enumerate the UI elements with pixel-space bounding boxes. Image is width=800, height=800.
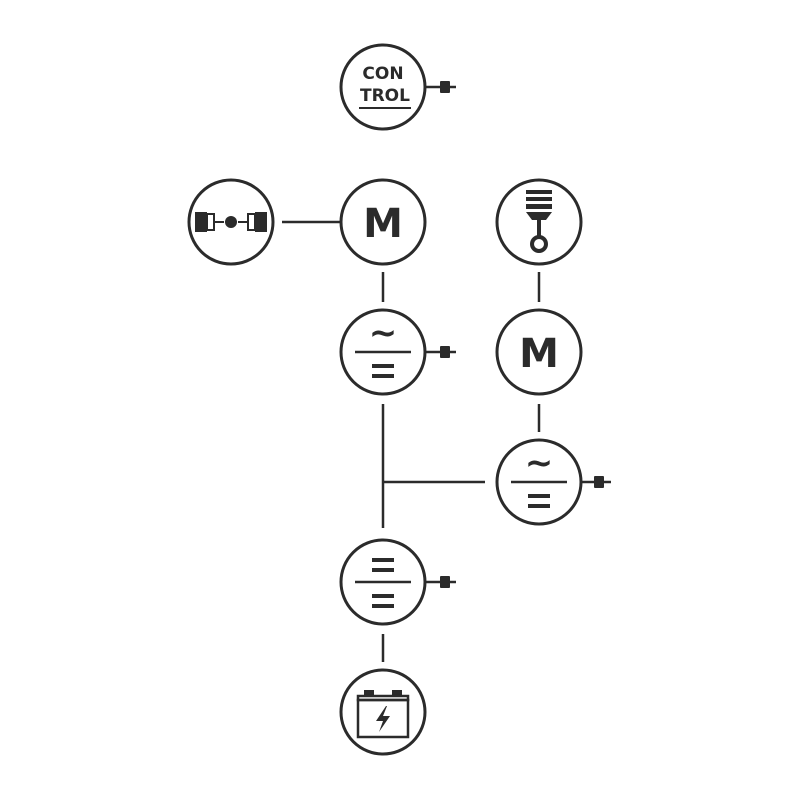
connections bbox=[282, 220, 541, 662]
plug-icon bbox=[582, 476, 611, 488]
dc-symbol bbox=[528, 494, 550, 508]
control-node: CON TROL bbox=[339, 43, 427, 131]
axle-icon bbox=[195, 212, 267, 232]
inverter-1-ac-symbol: ~ bbox=[369, 313, 398, 353]
battery-icon bbox=[356, 690, 410, 739]
battery-node bbox=[339, 668, 427, 756]
piston-icon bbox=[526, 190, 552, 253]
motor-node-2: M bbox=[495, 308, 583, 396]
dc-symbol bbox=[372, 558, 394, 572]
motor-node-1: M bbox=[339, 178, 427, 266]
control-label-line1: CON bbox=[362, 64, 403, 84]
dcdc-converter-node bbox=[339, 538, 427, 626]
lightning-icon bbox=[376, 706, 390, 732]
plug-icon bbox=[426, 346, 456, 358]
axle-node bbox=[187, 178, 275, 266]
dc-symbol bbox=[372, 594, 394, 608]
control-label-line2: TROL bbox=[360, 86, 410, 106]
inverter-2-ac-symbol: ~ bbox=[525, 443, 554, 483]
inverter-node-1: ~ bbox=[339, 308, 427, 396]
engine-node bbox=[495, 178, 583, 266]
inverter-node-2: ~ bbox=[495, 438, 583, 526]
motor-1-label: M bbox=[363, 201, 403, 247]
dc-symbol bbox=[372, 364, 394, 378]
motor-2-label: M bbox=[519, 331, 559, 377]
plug-icon bbox=[426, 81, 456, 93]
plug-connectors bbox=[426, 81, 611, 588]
plug-icon bbox=[426, 576, 456, 588]
